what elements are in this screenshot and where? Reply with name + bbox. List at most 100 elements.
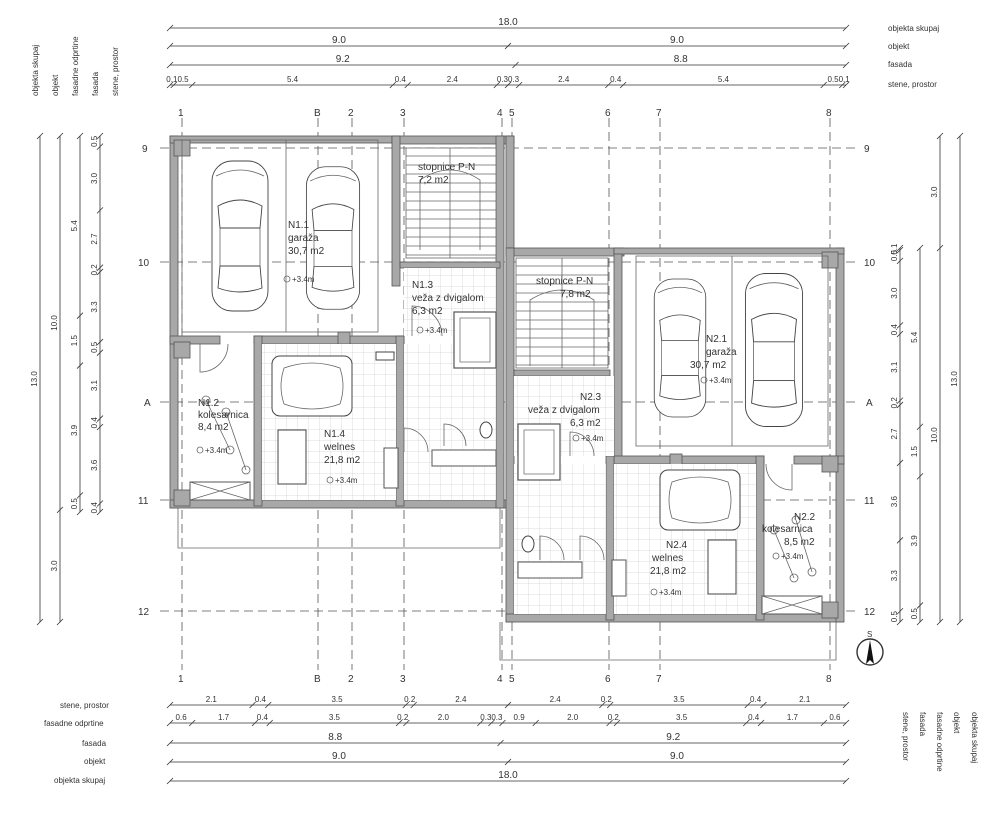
dimension-value: 0.5 bbox=[90, 135, 99, 147]
dimension-tick bbox=[842, 777, 850, 785]
counter bbox=[431, 449, 497, 467]
dimension-value: 2.4 bbox=[558, 75, 570, 84]
dimension-tick bbox=[251, 719, 259, 727]
legend-label: stene, prostor bbox=[60, 701, 109, 710]
dimension-tick bbox=[96, 268, 104, 276]
dimension-value: 10.0 bbox=[50, 315, 59, 331]
sink-icon bbox=[375, 351, 395, 361]
dimension-tick bbox=[744, 701, 752, 709]
dimension-tick bbox=[842, 701, 850, 709]
dimension-tick bbox=[264, 701, 272, 709]
dimension-legend-bottom-right: stene, prostor fasada fasadne odprtine o… bbox=[901, 712, 979, 772]
room-area: 21,8 m2 bbox=[650, 566, 687, 577]
dimension-tick bbox=[497, 739, 504, 747]
legend-label: objekta skupaj bbox=[970, 712, 979, 763]
dimension-value: 0.2 bbox=[397, 713, 409, 722]
legend-label: fasada bbox=[82, 739, 107, 748]
room-area: 8,5 m2 bbox=[784, 537, 815, 548]
dimension-value: 0.4 bbox=[90, 502, 99, 514]
dimension-tick bbox=[532, 719, 539, 727]
dimension-value: 0.6 bbox=[829, 713, 841, 722]
car-icon bbox=[211, 160, 269, 312]
elevator-right bbox=[517, 423, 561, 481]
dimension-tick bbox=[76, 508, 84, 516]
dimension-tick bbox=[36, 132, 44, 140]
dimension-legend-top-left: objekta skupaj objekt fasadne odprtine f… bbox=[31, 36, 120, 96]
lounge-chair bbox=[707, 539, 737, 595]
dimension-value: 2.7 bbox=[90, 233, 99, 245]
storage-crate-cross bbox=[189, 481, 251, 501]
dimension-tick bbox=[403, 719, 410, 727]
dimension-value: 0.5 bbox=[90, 341, 99, 353]
legend-label: stene, prostor bbox=[901, 712, 910, 761]
bench bbox=[611, 559, 627, 597]
dimension-tick bbox=[166, 81, 174, 89]
dimension-value: 2.1 bbox=[799, 695, 811, 704]
dimension-value: 9.0 bbox=[670, 35, 684, 46]
dimension-value: 10.0 bbox=[930, 427, 939, 443]
axis-label: 6 bbox=[605, 674, 611, 685]
axis-label: 7 bbox=[656, 674, 662, 685]
elevator-left-inner bbox=[459, 317, 491, 363]
dimension-tick bbox=[896, 401, 904, 409]
dimension-tick bbox=[488, 719, 495, 727]
dimension-tick bbox=[515, 81, 523, 89]
north-label: S bbox=[867, 630, 872, 639]
dimension-value: 1.7 bbox=[787, 713, 799, 722]
dimension-tick bbox=[896, 244, 904, 252]
dimension-tick bbox=[189, 81, 196, 89]
dimension-tick bbox=[760, 701, 767, 709]
dimension-tick bbox=[936, 618, 944, 626]
dimension-tick bbox=[56, 506, 64, 514]
dimension-value: 2.4 bbox=[447, 75, 459, 84]
dimension-tick bbox=[896, 537, 904, 544]
dimension-value: 3.3 bbox=[890, 570, 899, 582]
dimension-tick bbox=[166, 739, 174, 747]
dimension-tick bbox=[916, 473, 924, 480]
legend-label: objekta skupaj bbox=[54, 776, 105, 785]
height-label: +3.4m bbox=[781, 552, 804, 561]
dimension-value: 0.1 bbox=[839, 75, 851, 84]
dimension-tick bbox=[742, 719, 750, 727]
axis-label: 11 bbox=[864, 496, 875, 507]
room-name: kolesarnica bbox=[198, 410, 249, 421]
room-id: N1.4 bbox=[324, 429, 346, 440]
dimension-tick bbox=[96, 143, 104, 150]
toilet-icon bbox=[479, 421, 493, 439]
dimension-tick bbox=[36, 618, 44, 626]
dimension-value: 0.2 bbox=[90, 264, 99, 276]
dimension-value: 1.5 bbox=[910, 445, 919, 457]
room-name: veža z dvigalom bbox=[412, 293, 484, 304]
dimension-tick bbox=[613, 719, 621, 727]
dimension-value: 2.7 bbox=[890, 428, 899, 440]
height-label: +3.4m bbox=[659, 588, 682, 597]
dimension-value: 0.2 bbox=[404, 695, 416, 704]
dimension-tick bbox=[404, 81, 411, 89]
dimension-tick bbox=[166, 24, 174, 32]
dimension-tick bbox=[96, 423, 104, 431]
dimension-tick bbox=[504, 701, 512, 709]
dimension-tick bbox=[166, 777, 174, 785]
dimension-tick bbox=[820, 719, 828, 727]
room-name: kolesarnica bbox=[762, 524, 813, 535]
legend-label: fasadne odprtine bbox=[935, 712, 944, 772]
section-label: A bbox=[866, 398, 873, 409]
elevator-left bbox=[453, 311, 497, 369]
dimension-value: 0.5 bbox=[70, 498, 79, 510]
north-arrow-icon: S bbox=[856, 630, 884, 666]
legend-label: objekta skupaj bbox=[31, 45, 40, 96]
counter bbox=[517, 561, 583, 579]
hot-tub-icon bbox=[659, 469, 741, 531]
dimension-tick bbox=[96, 264, 104, 271]
room-name: welnes bbox=[651, 553, 683, 564]
axis-label: 6 bbox=[605, 108, 611, 119]
dimension-value: 9.0 bbox=[332, 751, 346, 762]
stairs-right bbox=[515, 257, 609, 369]
dimension-tick bbox=[249, 701, 256, 709]
legend-label: objekta skupaj bbox=[888, 24, 939, 33]
axis-label: 12 bbox=[864, 607, 876, 618]
legend-label: objekt bbox=[84, 757, 106, 766]
